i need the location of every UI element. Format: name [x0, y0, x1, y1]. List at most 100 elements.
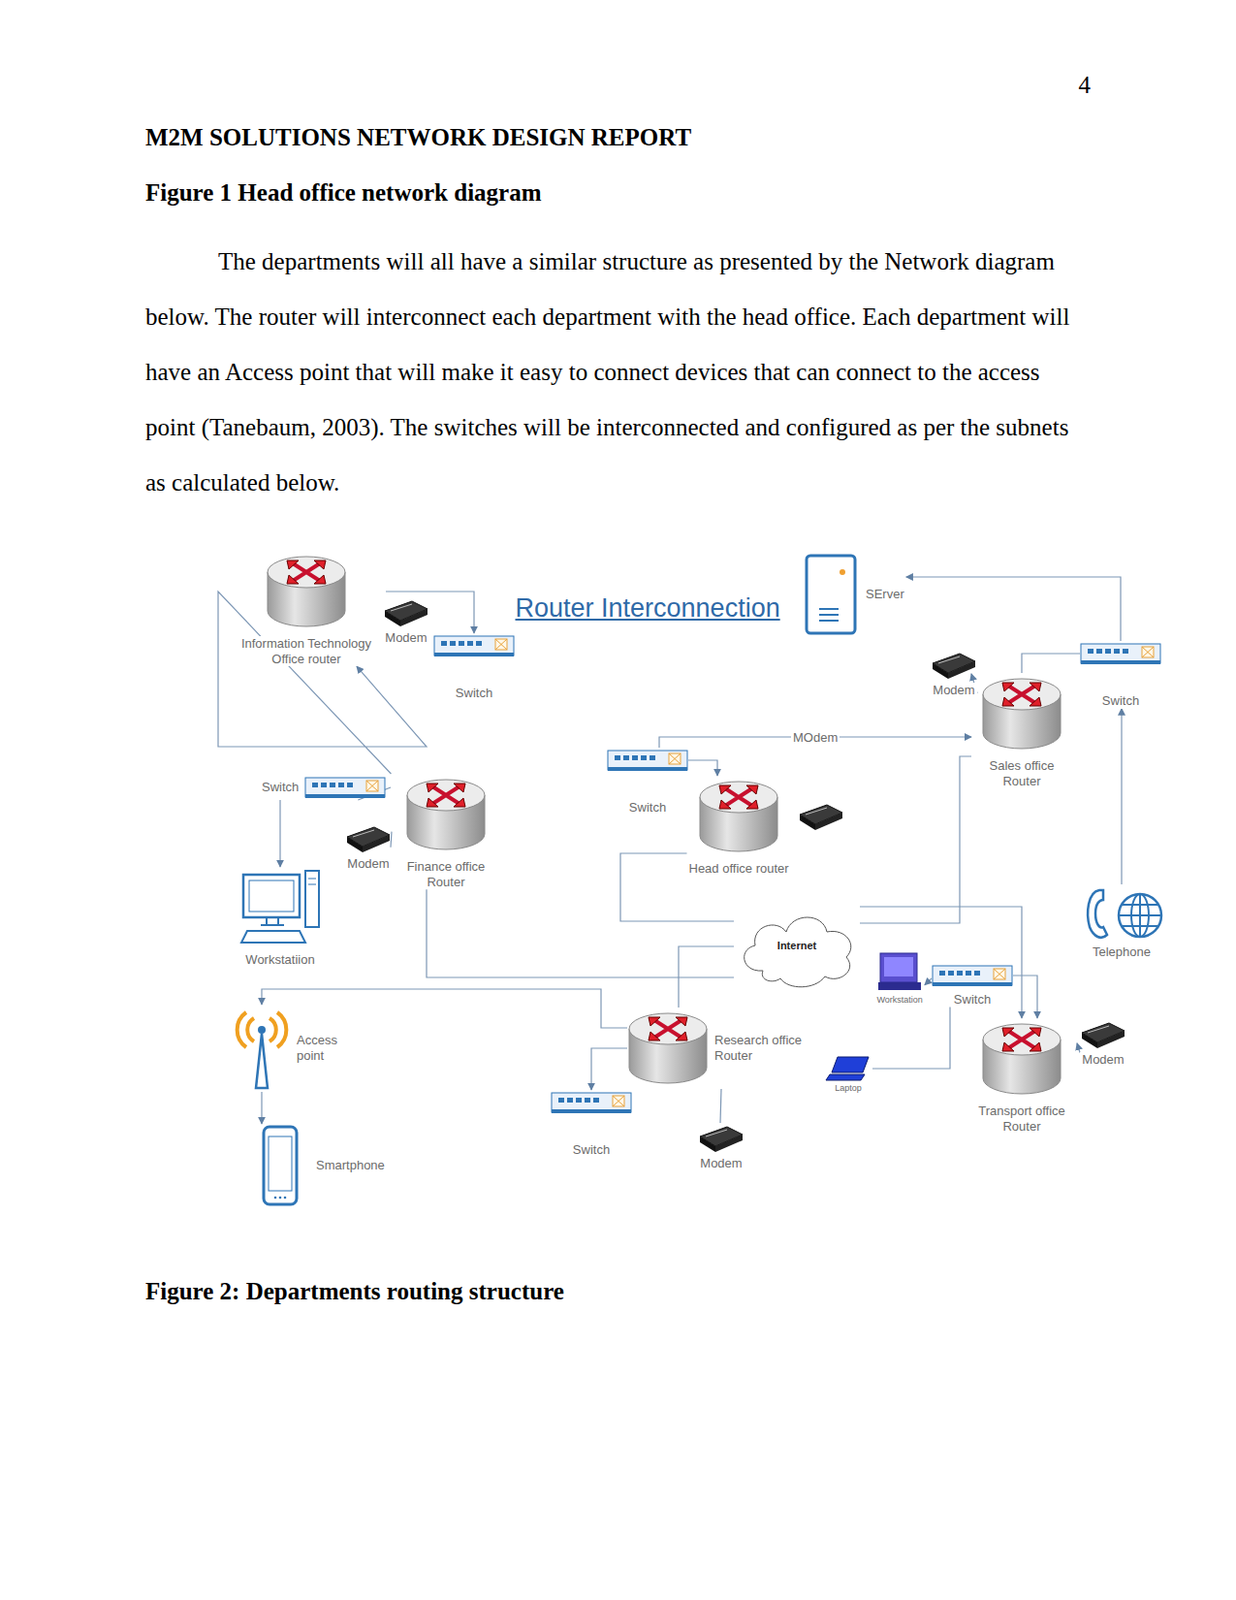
node-label: Transport office Router: [966, 1103, 1078, 1134]
network-link: [924, 978, 932, 985]
icon-part: [458, 640, 465, 646]
icon-part: [948, 661, 976, 679]
icon-part: [432, 786, 460, 804]
icon-part: [292, 563, 320, 581]
icon-part: [640, 755, 647, 761]
icon-part: [305, 793, 385, 798]
icon-part: [1096, 648, 1103, 654]
switch-icon: [606, 747, 689, 773]
modem-icon: [697, 1122, 745, 1154]
network-link: [906, 576, 1121, 641]
ws-node: Workstatiion: [239, 866, 321, 968]
icon-part: [1029, 697, 1042, 706]
modem-icon: [1079, 1018, 1127, 1050]
icon-part: [243, 874, 300, 918]
node-label: Workstation: [875, 994, 925, 1006]
laptop-node: Laptop: [824, 1054, 873, 1094]
icon-part: [305, 870, 319, 927]
icon-part: [320, 782, 327, 788]
icon-part: [434, 635, 514, 657]
node-label: Internet: [775, 939, 819, 952]
icon-part: [338, 782, 345, 788]
switch-node: Switch: [433, 633, 515, 701]
icon-part: [1113, 648, 1120, 654]
network-link: [1120, 708, 1122, 885]
icon-part: [982, 678, 1061, 749]
network-link: [859, 756, 972, 923]
icon-part: [938, 656, 960, 664]
icon-part: [993, 968, 1006, 980]
icon-part: [237, 1012, 247, 1047]
switch-icon: [433, 633, 515, 659]
icon-part: [1002, 1027, 1015, 1037]
icon-part: [362, 834, 390, 853]
icon-part: [974, 970, 981, 976]
phone-icon: [1077, 884, 1166, 943]
icon-part: [263, 1126, 297, 1205]
ap-icon: [232, 1004, 291, 1092]
node-label: Telephone: [1090, 944, 1153, 960]
switch-icon: [304, 774, 386, 800]
switch-node: Switch: [931, 962, 1014, 1008]
icon-part: [269, 1017, 277, 1042]
icon-part: [806, 555, 856, 634]
icon-part: [880, 952, 918, 983]
modem-icon: [382, 597, 430, 629]
modem-node: Modem: [345, 823, 392, 872]
icon-part: [705, 1129, 728, 1137]
modem-icon: [930, 649, 978, 681]
icon-part: [715, 1134, 743, 1152]
icon-part: [965, 970, 972, 976]
icon-part: [632, 755, 638, 761]
icon-part: [746, 799, 759, 809]
network-link: [260, 1091, 262, 1124]
icon-part: [982, 678, 1061, 710]
modem-symbol: [799, 804, 843, 830]
icon-part: [241, 930, 306, 943]
icon-part: [314, 574, 326, 584]
icon-part: [400, 608, 428, 627]
icon-part: [819, 613, 839, 616]
icon-part: [668, 753, 681, 764]
icon-part: [831, 1056, 869, 1073]
network-link: [261, 988, 628, 1028]
router-node: Research office Router: [627, 1007, 814, 1089]
icon-part: [1029, 1042, 1042, 1051]
switch-node: Switch: [550, 1089, 633, 1158]
icon-part: [305, 777, 385, 797]
icon-part: [932, 653, 976, 679]
network-link: [390, 831, 392, 848]
diagram-title: Router Interconnection: [515, 593, 781, 624]
icon-part: [1008, 685, 1036, 703]
icon-part: [475, 640, 482, 646]
icon-part: [274, 1196, 278, 1200]
router-icon: [627, 1007, 709, 1089]
server-icon: [803, 552, 858, 636]
icon-part: [819, 607, 839, 610]
icon-part: [825, 1074, 865, 1080]
icon-part: [948, 970, 954, 976]
icon-part: [956, 970, 963, 976]
node-label: Information Technology Office router: [226, 635, 386, 666]
node-label: Modem: [345, 855, 391, 872]
icon-part: [551, 1092, 632, 1112]
icon-part: [551, 1109, 632, 1113]
node-label: Switch: [951, 991, 993, 1008]
modem-icon: [345, 823, 392, 855]
icon-part: [819, 619, 839, 622]
icon-part: [675, 1016, 688, 1026]
icon-part: [623, 755, 630, 761]
icon-part: [1081, 1032, 1098, 1048]
ap-node: Access point: [232, 1004, 357, 1092]
icon-part: [308, 878, 317, 885]
node-label: Modem: [930, 682, 977, 698]
icon-part: [675, 1031, 688, 1041]
icon-part: [878, 982, 921, 990]
icon-part: [584, 1097, 591, 1103]
laptop-icon: [824, 1054, 873, 1082]
icon-part: [1029, 1027, 1042, 1037]
network-link: [859, 906, 1022, 1018]
modem-node: Modem: [382, 597, 430, 646]
icon-part: [805, 807, 827, 815]
node-label: SErver: [863, 586, 907, 603]
